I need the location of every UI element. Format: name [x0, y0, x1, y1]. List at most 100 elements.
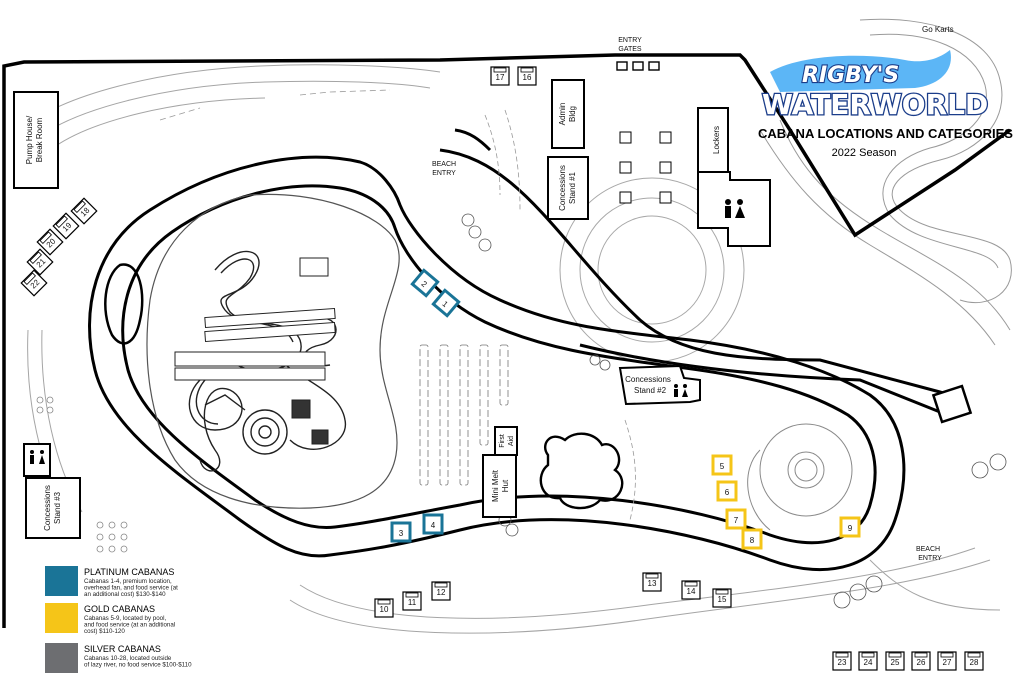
cabana-20[interactable]: 20	[36, 228, 64, 256]
cabana-18[interactable]: 18	[70, 197, 98, 225]
island-left-lobe	[104, 263, 144, 345]
cabana-box	[431, 581, 451, 601]
logo-wave	[770, 50, 951, 92]
cabana-number: 28	[970, 658, 979, 667]
cabana-box	[681, 580, 701, 600]
cabana-roof	[861, 652, 875, 658]
cabana-roof	[645, 573, 659, 579]
legend-desc-platinum: Cabanas 1-4, premium location,	[84, 578, 172, 585]
concessions-1-line2: Stand #1	[568, 171, 577, 204]
concessions-3-label: Concessions Stand #3	[43, 485, 62, 531]
logo-line1: RIGBY'S	[802, 63, 899, 88]
admin-label: Admin Bldg	[558, 103, 577, 126]
restroom-3-building	[23, 443, 51, 477]
cabana-number: 17	[496, 73, 505, 82]
cabana-box	[490, 66, 510, 86]
cabana-number: 10	[380, 605, 389, 614]
concessions-3-line1: Concessions	[43, 485, 52, 531]
cabana-roof	[55, 215, 68, 228]
cabana-box	[716, 480, 738, 502]
cabana-17[interactable]: 17	[490, 66, 510, 86]
park-boundary	[2, 53, 1012, 628]
cabana-12[interactable]: 12	[431, 581, 451, 601]
cabana-11[interactable]: 11	[402, 591, 422, 611]
cabana-24[interactable]: 24	[858, 651, 878, 671]
cabana-21[interactable]: 21	[26, 248, 54, 276]
cabana-2[interactable]: 2	[410, 268, 440, 298]
cabana-number: 1	[440, 299, 450, 309]
page-title: CABANA LOCATIONS AND CATEGORIES	[758, 126, 1013, 141]
cabana-number: 16	[523, 73, 532, 82]
cabana-box	[937, 651, 957, 671]
admin-line2: Bldg	[568, 106, 577, 122]
cabana-16[interactable]: 16	[517, 66, 537, 86]
cabana-roof	[29, 251, 42, 264]
cabana-number: 3	[399, 529, 404, 538]
cabana-1[interactable]: 1	[431, 288, 461, 318]
mini-melt-line1: Mini Melt	[491, 469, 500, 502]
cabana-number: 13	[648, 579, 657, 588]
cabana-23[interactable]: 23	[832, 651, 852, 671]
cabana-number: 8	[750, 536, 755, 545]
cabana-box	[410, 268, 440, 298]
restroom-building	[697, 171, 771, 247]
cabana-28[interactable]: 28	[964, 651, 984, 671]
cabana-box	[374, 598, 394, 618]
cabana-25[interactable]: 25	[885, 651, 905, 671]
chair-rows	[159, 89, 636, 521]
cabana-5[interactable]: 5	[711, 454, 733, 476]
cabana-9[interactable]: 9	[839, 516, 861, 538]
cabana-box	[422, 513, 444, 535]
legend-desc-platinum: an additional cost) $130-$140	[84, 591, 166, 598]
cabana-box	[832, 651, 852, 671]
concessions-2-building	[618, 364, 701, 406]
cabana-15[interactable]: 15	[712, 588, 732, 608]
cabana-7[interactable]: 7	[725, 508, 747, 530]
pump-house-line2: Break Room	[35, 117, 44, 162]
concessions-2-line2: Stand #2	[634, 386, 667, 395]
cabana-27[interactable]: 27	[937, 651, 957, 671]
cabana-number: 12	[437, 588, 446, 597]
entry-gates	[616, 54, 660, 71]
go-karts-label: Go Karts	[922, 25, 954, 34]
restroom-icon	[30, 199, 745, 464]
legend-desc-gold: cost) $110-120	[84, 628, 125, 635]
cabana-roof	[73, 200, 86, 213]
cabana-10[interactable]: 10	[374, 598, 394, 618]
cabana-roof	[405, 592, 419, 598]
cabana-13[interactable]: 13	[642, 572, 662, 592]
cabana-26[interactable]: 26	[911, 651, 931, 671]
cabana-box	[964, 651, 984, 671]
cabana-box	[52, 212, 80, 240]
logo: RIGBY'S WATERWORLD	[761, 50, 990, 122]
cabana-8[interactable]: 8	[741, 528, 763, 550]
cabana-19[interactable]: 19	[52, 212, 80, 240]
cabana-number: 7	[734, 516, 739, 525]
cabana-box	[911, 651, 931, 671]
legend-swatch-silver	[45, 643, 78, 673]
cabana-box	[858, 651, 878, 671]
table-groups	[36, 396, 128, 553]
cabana-box	[517, 66, 537, 86]
trees	[461, 213, 1007, 609]
buildings	[13, 79, 771, 539]
legend-desc-silver: Cabanas 10-28, located outside	[84, 655, 172, 662]
cabana-box	[402, 591, 422, 611]
mini-melt-building	[482, 454, 517, 518]
cabana-3[interactable]: 3	[390, 521, 412, 543]
beach-entry-bottom-line2: ENTRY	[918, 555, 942, 562]
cabana-number: 24	[864, 658, 873, 667]
cabana-6[interactable]: 6	[716, 480, 738, 502]
legend-title-silver: SILVER CABANAS	[84, 644, 161, 654]
cabana-14[interactable]: 14	[681, 580, 701, 600]
cabana-number: 2	[419, 279, 429, 289]
cabana-roof	[888, 652, 902, 658]
cabana-box	[431, 288, 461, 318]
legend-desc-platinum: overhead fan, and food service (at	[84, 585, 178, 592]
beach-entry-top-line2: ENTRY	[432, 170, 456, 177]
cabana-roof	[493, 67, 507, 73]
cabana-4[interactable]: 4	[422, 513, 444, 535]
cabana-22[interactable]: 22	[20, 269, 48, 297]
